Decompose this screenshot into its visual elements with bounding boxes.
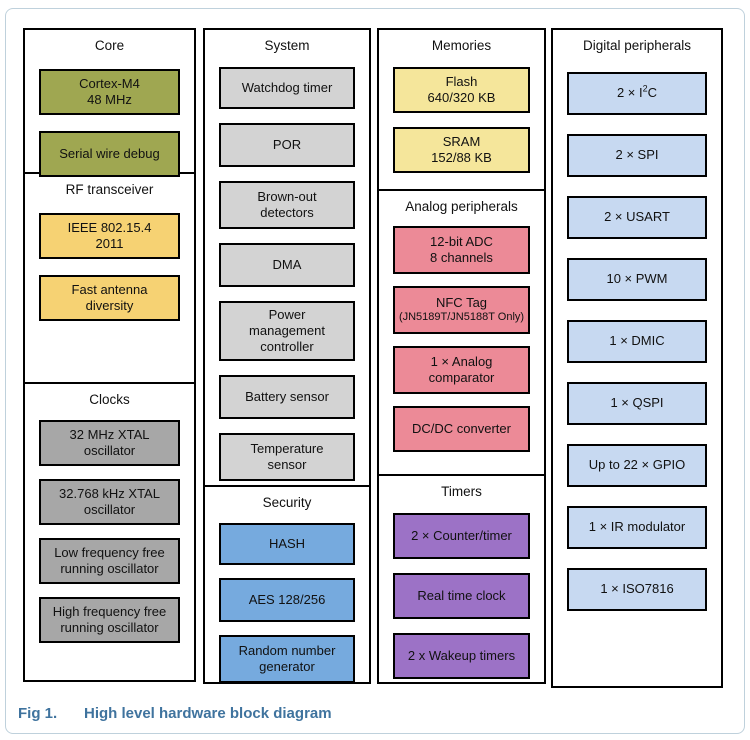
figure-caption-text: High level hardware block diagram xyxy=(84,705,332,722)
section-title-rf-transceiver: RF transceiver xyxy=(65,182,154,197)
section-security: Security HASH AES 128/256 Random number … xyxy=(203,485,371,684)
column-memories-analog-timers: Memories Flash 640/320 KB SRAM 152/88 KB… xyxy=(377,28,546,684)
block-usart: 2 × USART xyxy=(567,196,707,239)
section-title-memories: Memories xyxy=(431,38,492,53)
block-ieee-802-15-4: IEEE 802.15.4 2011 xyxy=(39,213,180,259)
section-analog-peripherals: Analog peripherals 12-bit ADC 8 channels… xyxy=(377,189,546,476)
block-hash: HASH xyxy=(219,523,355,565)
block-high-freq-oscillator: High frequency free running oscillator xyxy=(39,597,180,643)
block-por: POR xyxy=(219,123,355,167)
column-digital-peripherals: Digital peripherals 2 × I2C 2 × SPI 2 × … xyxy=(551,28,723,688)
block-i2c: 2 × I2C xyxy=(567,72,707,115)
block-dcdc-converter: DC/DC converter xyxy=(393,406,530,452)
block-serial-wire-debug: Serial wire debug xyxy=(39,131,180,177)
block-watchdog-timer: Watchdog timer xyxy=(219,67,355,109)
block-dma: DMA xyxy=(219,243,355,287)
section-rf-transceiver: RF transceiver IEEE 802.15.4 2011 Fast a… xyxy=(23,172,196,384)
section-title-system: System xyxy=(264,38,310,53)
block-pwm: 10 × PWM xyxy=(567,258,707,301)
block-spi: 2 × SPI xyxy=(567,134,707,177)
figure-caption: Fig 1. High level hardware block diagram xyxy=(18,705,332,722)
nfc-tag-note: (JN5189T/JN5188T Only) xyxy=(398,311,525,324)
section-core: Core Cortex-M4 48 MHz Serial wire debug xyxy=(23,28,196,177)
block-flash: Flash 640/320 KB xyxy=(393,67,530,113)
block-qspi: 1 × QSPI xyxy=(567,382,707,425)
section-title-clocks: Clocks xyxy=(89,392,130,407)
block-random-number-generator: Random number generator xyxy=(219,635,355,683)
block-dmic: 1 × DMIC xyxy=(567,320,707,363)
section-system: System Watchdog timer POR Brown-out dete… xyxy=(203,28,371,487)
section-title-core: Core xyxy=(94,38,125,53)
nfc-tag-label: NFC Tag xyxy=(435,295,488,310)
section-title-timers: Timers xyxy=(441,484,482,499)
block-temperature-sensor: Temperature sensor xyxy=(219,433,355,481)
block-nfc-tag: NFC Tag(JN5189T/JN5188T Only) xyxy=(393,286,530,334)
section-clocks: Clocks 32 MHz XTAL oscillator 32.768 kHz… xyxy=(23,382,196,682)
section-title-analog-peripherals: Analog peripherals xyxy=(405,199,518,214)
block-32khz-xtal-oscillator: 32.768 kHz XTAL oscillator xyxy=(39,479,180,525)
section-title-security: Security xyxy=(262,495,312,510)
column-core-rf-clocks: Core Cortex-M4 48 MHz Serial wire debug … xyxy=(23,28,196,682)
column-system-security: System Watchdog timer POR Brown-out dete… xyxy=(203,28,371,684)
section-digital-peripherals: Digital peripherals 2 × I2C 2 × SPI 2 × … xyxy=(551,28,723,688)
i2c-label: 2 × I2C xyxy=(616,84,658,101)
block-32mhz-xtal-oscillator: 32 MHz XTAL oscillator xyxy=(39,420,180,466)
block-counter-timer: 2 × Counter/timer xyxy=(393,513,530,559)
block-analog-comparator: 1 × Analog comparator xyxy=(393,346,530,394)
block-real-time-clock: Real time clock xyxy=(393,573,530,619)
block-low-freq-oscillator: Low frequency free running oscillator xyxy=(39,538,180,584)
block-battery-sensor: Battery sensor xyxy=(219,375,355,419)
section-memories: Memories Flash 640/320 KB SRAM 152/88 KB xyxy=(377,28,546,191)
block-12bit-adc: 12-bit ADC 8 channels xyxy=(393,226,530,274)
block-fast-antenna-diversity: Fast antenna diversity xyxy=(39,275,180,321)
block-brown-out-detectors: Brown-out detectors xyxy=(219,181,355,229)
block-wakeup-timers: 2 x Wakeup timers xyxy=(393,633,530,679)
block-gpio: Up to 22 × GPIO xyxy=(567,444,707,487)
block-cortex-m4: Cortex-M4 48 MHz xyxy=(39,69,180,115)
block-aes: AES 128/256 xyxy=(219,578,355,622)
section-timers: Timers 2 × Counter/timer Real time clock… xyxy=(377,474,546,684)
block-power-management-controller: Power management controller xyxy=(219,301,355,361)
block-iso7816: 1 × ISO7816 xyxy=(567,568,707,611)
block-ir-modulator: 1 × IR modulator xyxy=(567,506,707,549)
block-sram: SRAM 152/88 KB xyxy=(393,127,530,173)
figure-caption-label: Fig 1. xyxy=(18,705,58,722)
section-title-digital-peripherals: Digital peripherals xyxy=(582,38,692,53)
